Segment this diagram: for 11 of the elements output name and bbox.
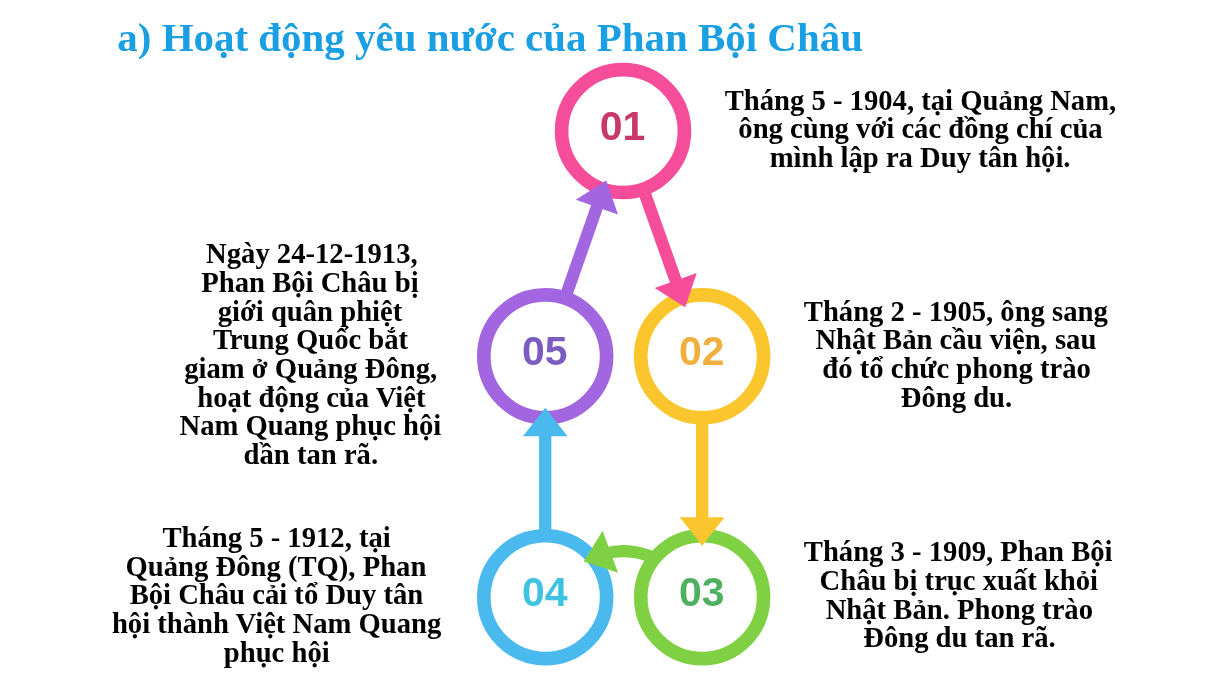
diagram-title: a) Hoạt động yêu nước của Phan Bội Châu: [117, 14, 863, 60]
node-label: Ngày 24-12-1913, Phan Bội Châu bị giới quân phiệt Trung Quốc bắt giam ở Quảng Đông, hoạt động của Việt Nam Quang phục hội dần tan rã.: [179, 237, 442, 470]
node-label: Tháng 5 - 1912, tại Quảng Đông (TQ), Phan Bội Châu cải tổ Duy tân hội thành Việt Nam Quang phục hội: [111, 521, 442, 668]
node-circle: 05: [476, 288, 614, 425]
node-label: Tháng 3 - 1909, Phan Bội Châu bị trục xuất khỏi Nhật Bản. Phong trào Đông du tan rã.: [803, 535, 1113, 654]
node-circle: 01: [554, 62, 692, 200]
node-label: Tháng 5 - 1904, tại Quảng Nam, ông cùng với các đồng chí của mình lập ra Duy tân hội.: [724, 83, 1117, 173]
node-circle: 03: [633, 528, 771, 666]
node-label: Tháng 2 - 1905, ông sang Nhật Bản cầu viện, sau đó tổ chức phong trào Đông du.: [803, 294, 1108, 413]
node-circle: 02: [633, 288, 771, 425]
node-circle: 04: [476, 528, 614, 666]
